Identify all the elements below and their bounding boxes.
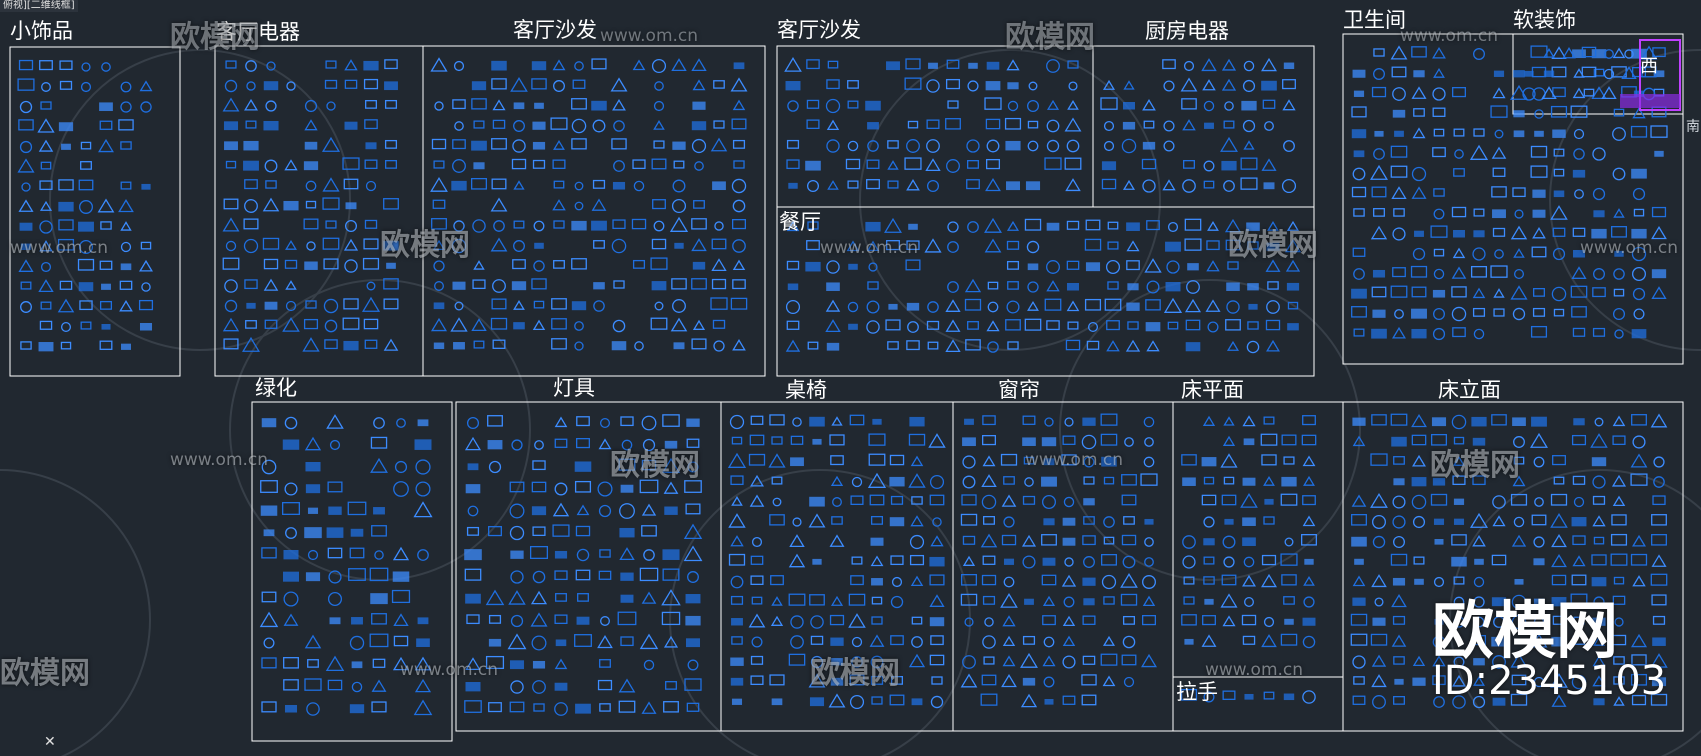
watermark-brand-8: 欧模网: [1005, 20, 1095, 55]
watermark-ring: [669, 469, 971, 756]
soft-decor-accent: [1639, 39, 1681, 111]
frame-bed-elevation: [1342, 401, 1684, 732]
label-living-sofa-1: 客厅沙发: [513, 18, 597, 42]
blocks-dining: [785, 217, 1302, 354]
blocks-bed-elevation: [1350, 413, 1668, 709]
watermark-ring: [1449, 469, 1701, 756]
watermark-ring: [0, 469, 151, 756]
label-bathroom: 卫生间: [1343, 8, 1406, 32]
label-living-sofa-2: 客厅沙发: [777, 18, 861, 42]
watermark-site-5: www.om.cn: [1025, 450, 1124, 470]
watermark-brand-3: 欧模网: [610, 448, 700, 483]
watermark-site-2: www.om.cn: [820, 238, 919, 258]
watermark-site-7: www.om.cn: [1205, 660, 1304, 680]
watermark-brand-1: 欧模网: [380, 228, 470, 263]
frame-small-decor: [9, 46, 181, 377]
watermark-site-8: www.om.cn: [600, 26, 699, 46]
label-lamps: 灯具: [553, 376, 595, 400]
label-small-decor: 小饰品: [10, 19, 73, 43]
frame-bed-plan: [1172, 401, 1344, 678]
blocks-handles: [1180, 688, 1316, 704]
label-right-edge-partial: 南: [1686, 119, 1700, 135]
label-bed-elevation: 床立面: [1438, 378, 1501, 402]
watermark-brand-2: 欧模网: [1228, 228, 1318, 263]
watermark-site-4: www.om.cn: [170, 450, 269, 470]
ucs-close-icon: ✕: [44, 734, 56, 750]
label-curtains: 窗帘: [998, 378, 1040, 402]
blocks-soft-furnishing: [1522, 45, 1658, 101]
label-kitchen-appliance: 厨房电器: [1145, 19, 1229, 43]
watermark-ring: [49, 49, 351, 351]
label-handles: 拉手: [1176, 680, 1218, 704]
frame-greenery: [251, 401, 453, 742]
label-bed-plan: 床平面: [1181, 378, 1244, 402]
watermark-ring: [1549, 49, 1701, 351]
blocks-kitchen-appliance: [1100, 57, 1297, 194]
watermark-brand-7: 欧模网: [170, 20, 260, 55]
watermark-ring: [859, 49, 1161, 351]
label-soft-furnishing: 软装饰: [1513, 8, 1576, 32]
soft-decor-accent-bar: [1620, 94, 1680, 108]
label-west-partial: 西: [1640, 56, 1658, 77]
blocks-small-decor: [17, 59, 154, 352]
section-frames: [9, 33, 1684, 742]
cad-blocks: [17, 39, 1681, 716]
watermark-ring: [229, 279, 531, 581]
label-tables-chairs: 桌椅: [785, 378, 827, 402]
blocks-bathroom: [1351, 45, 1668, 341]
watermark-site-1: www.om.cn: [10, 238, 109, 258]
label-greenery: 绿化: [255, 376, 297, 400]
frame-living-sofa-1: [422, 45, 766, 377]
watermark-brand-6: 欧模网: [0, 656, 90, 691]
blocks-lamps: [464, 414, 703, 716]
blocks-curtains: [960, 413, 1158, 708]
blocks-greenery: [259, 414, 433, 716]
brand-stamp-logo: 欧模网: [1432, 594, 1619, 667]
watermark-site-3: www.om.cn: [1580, 238, 1679, 258]
viewport-tab[interactable]: 俯视][二维线框]: [0, 0, 78, 12]
watermark-site-9: www.om.cn: [1400, 26, 1499, 46]
label-living-appliance: 客厅电器: [216, 20, 300, 44]
watermark-rings: [0, 49, 1701, 756]
blocks-living-sofa-2: [784, 57, 1082, 193]
blocks-bed-plan: [1181, 415, 1317, 649]
frame-soft-furnishing: [1512, 33, 1684, 115]
frame-dining: [776, 206, 1315, 377]
watermark-ring: [1059, 279, 1361, 581]
blocks-living-sofa-1: [430, 57, 748, 352]
watermark-brand-4: 欧模网: [1430, 448, 1520, 483]
watermark-site-6: www.om.cn: [400, 660, 499, 680]
blocks-living-appliance: [222, 59, 399, 352]
blocks-tables-chairs: [727, 414, 946, 710]
watermark-brand-5: 欧模网: [810, 656, 900, 691]
brand-stamp-id: ID:2345103: [1432, 658, 1667, 704]
label-dining: 餐厅: [779, 210, 821, 234]
